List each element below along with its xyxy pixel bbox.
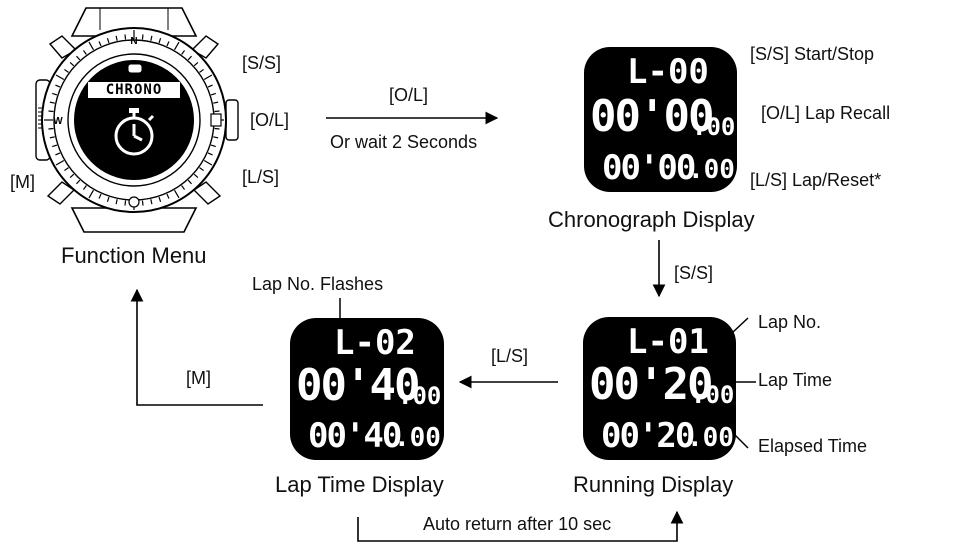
svg-text:N: N — [130, 36, 137, 47]
chrono-main: 00'00 — [590, 91, 714, 142]
laptime-caption: Lap Time Display — [275, 472, 444, 497]
chrono-main-frac: .00 — [692, 113, 736, 141]
watch-button-ol: [O/L] — [250, 110, 290, 130]
laptime-lcd: L-02 00'40 .00 00'40 .00 — [290, 318, 444, 460]
arrow-ls-label: [L/S] — [491, 346, 529, 366]
label-lap-time: Lap Time — [758, 370, 833, 390]
laptime-sub-frac: .00 — [394, 423, 441, 453]
svg-text:W: W — [53, 116, 63, 127]
arrow-ss-label: [S/S] — [674, 263, 714, 283]
label-lap-no: Lap No. — [758, 312, 822, 332]
function-menu-caption: Function Menu — [61, 243, 207, 268]
watch-button-m: [M] — [10, 172, 35, 192]
chrono-caption: Chronograph Display — [548, 207, 755, 232]
lap-flashes-note: Lap No. Flashes — [252, 274, 384, 294]
legend-ls: [L/S] Lap/Reset* — [750, 170, 882, 190]
running-main-frac: .00 — [691, 381, 735, 409]
transition-button: [O/L] — [389, 85, 429, 105]
running-lcd: L-01 00'20 .00 00'20 .00 — [583, 317, 736, 460]
watch-button-ls: [L/S] — [242, 167, 280, 187]
auto-return-label: Auto return after 10 sec — [423, 514, 612, 534]
arrow-to-menu — [130, 288, 263, 406]
running-sub: 00'20 — [601, 416, 695, 456]
watch-screen-text: CHRONO — [105, 82, 163, 98]
laptime-main-frac: .00 — [398, 382, 442, 410]
arrow-auto-return — [357, 510, 684, 542]
laptime-main: 00'40 — [296, 360, 420, 411]
label-elapsed-time: Elapsed Time — [758, 436, 868, 456]
legend-ol: [O/L] Lap Recall — [761, 103, 891, 123]
watch-button-ss: [S/S] — [242, 53, 282, 73]
chrono-sub: 00'00 — [602, 148, 696, 188]
running-caption: Running Display — [573, 472, 734, 497]
transition-note: Or wait 2 Seconds — [330, 132, 478, 152]
running-sub-frac: .00 — [687, 423, 734, 453]
arrow-m-label: [M] — [186, 368, 211, 388]
chrono-sub-frac: .00 — [688, 155, 735, 185]
chrono-lcd: L-00 00'00 .00 00'00 .00 — [584, 47, 737, 192]
running-lap: L-01 — [627, 322, 709, 362]
pointer-elapsed — [733, 433, 749, 449]
pointer-lap-no — [731, 317, 749, 334]
legend-ss: [S/S] Start/Stop — [750, 44, 875, 64]
laptime-lap: L-02 — [334, 323, 416, 363]
chrono-lap: L-00 — [627, 52, 709, 92]
laptime-sub: 00'40 — [308, 416, 402, 456]
running-main: 00'20 — [589, 359, 713, 410]
